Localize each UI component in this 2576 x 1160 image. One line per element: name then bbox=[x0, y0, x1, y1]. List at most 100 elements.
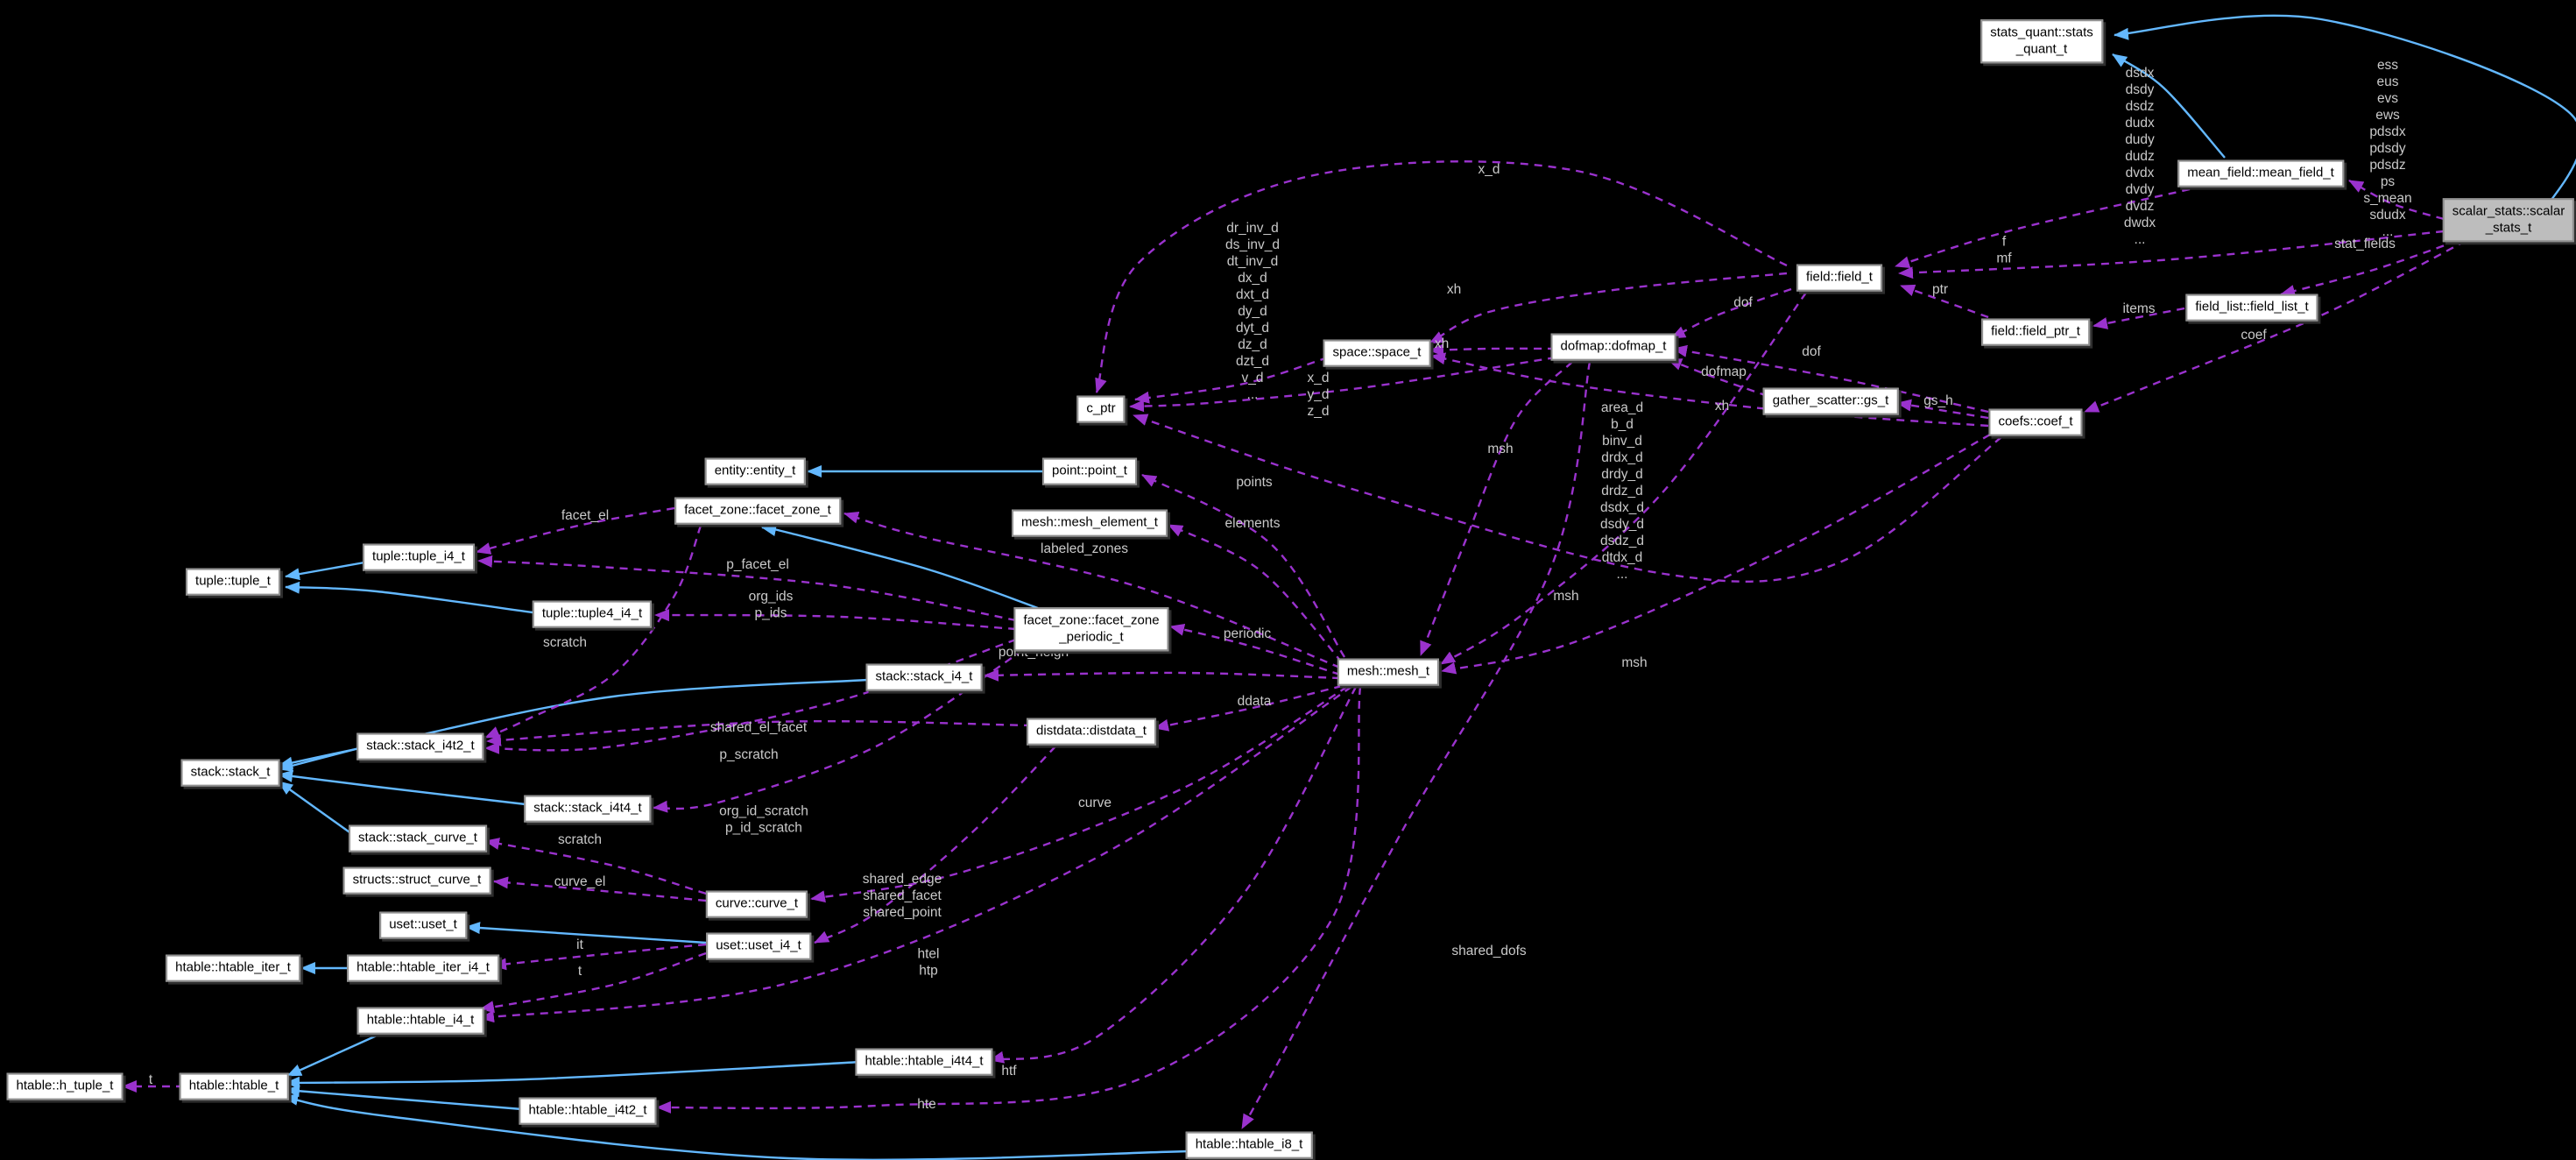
node-mesh[interactable]: mesh::mesh_t bbox=[1337, 658, 1440, 686]
edge-coef-c_ptr bbox=[1133, 414, 2002, 584]
edge-label-dofmap-space: xh bbox=[1435, 336, 1449, 351]
node-stack_i4t4[interactable]: stack::stack_i4t4_t bbox=[524, 795, 652, 823]
node-htable_i4t4[interactable]: htable::htable_i4t4_t bbox=[855, 1048, 993, 1076]
node-fz_periodic[interactable]: facet_zone::facet_zone _periodic_t bbox=[1013, 607, 1169, 651]
node-stats_quant[interactable]: stats_quant::stats _quant_t bbox=[1980, 19, 2103, 63]
edge-label-scalar_stats-coef: coef bbox=[2241, 328, 2267, 343]
node-field_ptr[interactable]: field::field_ptr_t bbox=[1981, 318, 2090, 346]
node-htable_i8[interactable]: htable::htable_i8_t bbox=[1185, 1131, 1313, 1159]
edge-htable_i4-htable bbox=[286, 1034, 378, 1078]
node-field[interactable]: field::field_t bbox=[1796, 264, 1882, 292]
node-stack[interactable]: stack::stack_t bbox=[180, 759, 280, 787]
node-stack_i4t2[interactable]: stack::stack_i4t2_t bbox=[356, 732, 484, 760]
edge-label-field_list-field_ptr: items bbox=[2122, 301, 2155, 316]
edge-dofmap-c_ptr bbox=[1129, 356, 1556, 413]
edge-stack_curve-stack bbox=[278, 781, 353, 835]
node-tuple_i4[interactable]: tuple::tuple_i4_t bbox=[363, 543, 475, 571]
edge-uset_i4-htable_i4 bbox=[479, 951, 707, 1013]
node-stack_curve[interactable]: stack::stack_curve_t bbox=[349, 824, 487, 852]
node-tuple4_i4[interactable]: tuple::tuple4_i4_t bbox=[532, 600, 653, 628]
node-dofmap[interactable]: dofmap::dofmap_t bbox=[1550, 333, 1676, 361]
edge-label-dofmap-htable_i8: shared_dofs bbox=[1451, 944, 1527, 958]
edge-dofmap-mesh bbox=[1419, 361, 1573, 656]
edge-mesh-mesh_element bbox=[1168, 523, 1343, 663]
edge-mesh-htable_i4 bbox=[479, 686, 1352, 1023]
edge-label-coef-dofmap: dof bbox=[1802, 344, 1821, 359]
node-c_ptr[interactable]: c_ptr bbox=[1076, 395, 1126, 423]
edge-label-field_ptr-field: ptr bbox=[1932, 282, 1948, 297]
node-space[interactable]: space::space_t bbox=[1323, 339, 1431, 367]
node-htable_iter[interactable]: htable::htable_iter_t bbox=[166, 954, 300, 982]
edge-label-gs-dofmap: dofmap bbox=[1701, 364, 1747, 379]
node-htable_i4[interactable]: htable::htable_i4_t bbox=[356, 1007, 484, 1035]
node-mesh_element[interactable]: mesh::mesh_element_t bbox=[1012, 509, 1168, 537]
edge-label-scalar_stats-field_list: stat_fields bbox=[2334, 237, 2396, 251]
edge-scalar_stats-stats_quant bbox=[2114, 14, 2576, 224]
node-htable_i4t2[interactable]: htable::htable_i4t2_t bbox=[519, 1097, 657, 1125]
node-uset[interactable]: uset::uset_t bbox=[379, 911, 467, 939]
node-facet_zone[interactable]: facet_zone::facet_zone_t bbox=[674, 497, 841, 525]
edge-label-coef-gs: gs_h bbox=[1923, 393, 1953, 408]
edge-label-curve-struct_curve: curve_el bbox=[554, 874, 606, 889]
edge-field_ptr-field bbox=[1900, 284, 1989, 319]
edge-label-fz_periodic-stack_i4t2: p_scratch bbox=[719, 747, 778, 762]
edge-mesh-fz_periodic bbox=[1169, 624, 1341, 676]
edge-htable_i8-htable bbox=[283, 1093, 1190, 1160]
node-gs[interactable]: gather_scatter::gs_t bbox=[1762, 387, 1899, 415]
edge-scalar_stats-field_list bbox=[2280, 239, 2458, 297]
edge-field-space bbox=[1429, 272, 1788, 345]
node-uset_i4[interactable]: uset::uset_i4_t bbox=[706, 932, 811, 960]
node-scalar_stats[interactable]: scalar_stats::scalar _stats_t bbox=[2442, 198, 2575, 242]
edge-scalar_stats-coef bbox=[2084, 239, 2467, 414]
edge-coef-space bbox=[1430, 352, 1989, 428]
edge-mean_field-stats_quant bbox=[2112, 53, 2226, 159]
node-htable_iter_i4[interactable]: htable::htable_iter_i4_t bbox=[347, 954, 499, 982]
edge-label-facet_zone-stack_i4t2: scratch bbox=[543, 635, 587, 650]
edge-label-mesh-mesh_element: elements bbox=[1225, 516, 1281, 531]
edge-htable_i4t4-htable bbox=[285, 1060, 863, 1089]
node-struct_curve[interactable]: structs::struct_curve_t bbox=[342, 866, 491, 895]
edge-label-coef-mesh: msh bbox=[1621, 655, 1647, 670]
edge-mesh-curve bbox=[810, 685, 1348, 903]
edge-htable_i4t2-htable bbox=[285, 1085, 523, 1111]
edge-label-distdata-stack_i4t2: shared_el_facet bbox=[710, 720, 808, 735]
edge-mean_field-field bbox=[1895, 187, 2191, 268]
edge-coef-gs bbox=[1896, 399, 1989, 420]
edge-fz_periodic-facet_zone bbox=[761, 524, 1039, 610]
node-entity[interactable]: entity::entity_t bbox=[704, 457, 806, 485]
edge-mesh-point bbox=[1141, 473, 1346, 658]
node-mean_field[interactable]: mean_field::mean_field_t bbox=[2177, 159, 2344, 187]
edge-space-c_ptr bbox=[1134, 356, 1329, 404]
node-h_tuple[interactable]: htable::h_tuple_t bbox=[6, 1072, 124, 1100]
edge-label-htable-h_tuple: t bbox=[149, 1072, 153, 1087]
node-stack_i4[interactable]: stack::stack_i4_t bbox=[865, 663, 983, 691]
edge-curve-struct_curve bbox=[493, 876, 707, 902]
node-curve[interactable]: curve::curve_t bbox=[705, 890, 808, 918]
edge-mesh-stack_i4 bbox=[984, 668, 1341, 682]
edge-label-uset_i4-htable_i4: t bbox=[578, 964, 582, 979]
node-tuple[interactable]: tuple::tuple_t bbox=[186, 568, 280, 596]
edge-label-fz_periodic-tuple_i4: p_facet_el bbox=[726, 557, 789, 572]
node-coef[interactable]: coefs::coef_t bbox=[1988, 408, 2083, 436]
node-field_list[interactable]: field_list::field_list_t bbox=[2185, 294, 2318, 322]
edge-label-field-space: xh bbox=[1447, 282, 1461, 297]
edge-field-c_ptr bbox=[1095, 160, 1788, 393]
edge-field-dofmap bbox=[1670, 287, 1792, 340]
edge-field_list-field_ptr bbox=[2093, 307, 2185, 329]
edge-coef-mesh bbox=[1441, 433, 1991, 675]
edge-scalar_stats-field bbox=[1898, 230, 2445, 279]
node-point[interactable]: point::point_t bbox=[1042, 457, 1137, 485]
edge-label-mesh-htable_i4t4: htf bbox=[1001, 1064, 1017, 1079]
edge-tuple4_i4-tuple bbox=[285, 581, 533, 614]
edge-stack_i4t4-stack bbox=[278, 770, 526, 806]
node-distdata[interactable]: distdata::distdata_t bbox=[1027, 718, 1156, 746]
edge-label-field-mesh: msh bbox=[1553, 589, 1578, 604]
node-htable[interactable]: htable::htable_t bbox=[179, 1072, 289, 1100]
